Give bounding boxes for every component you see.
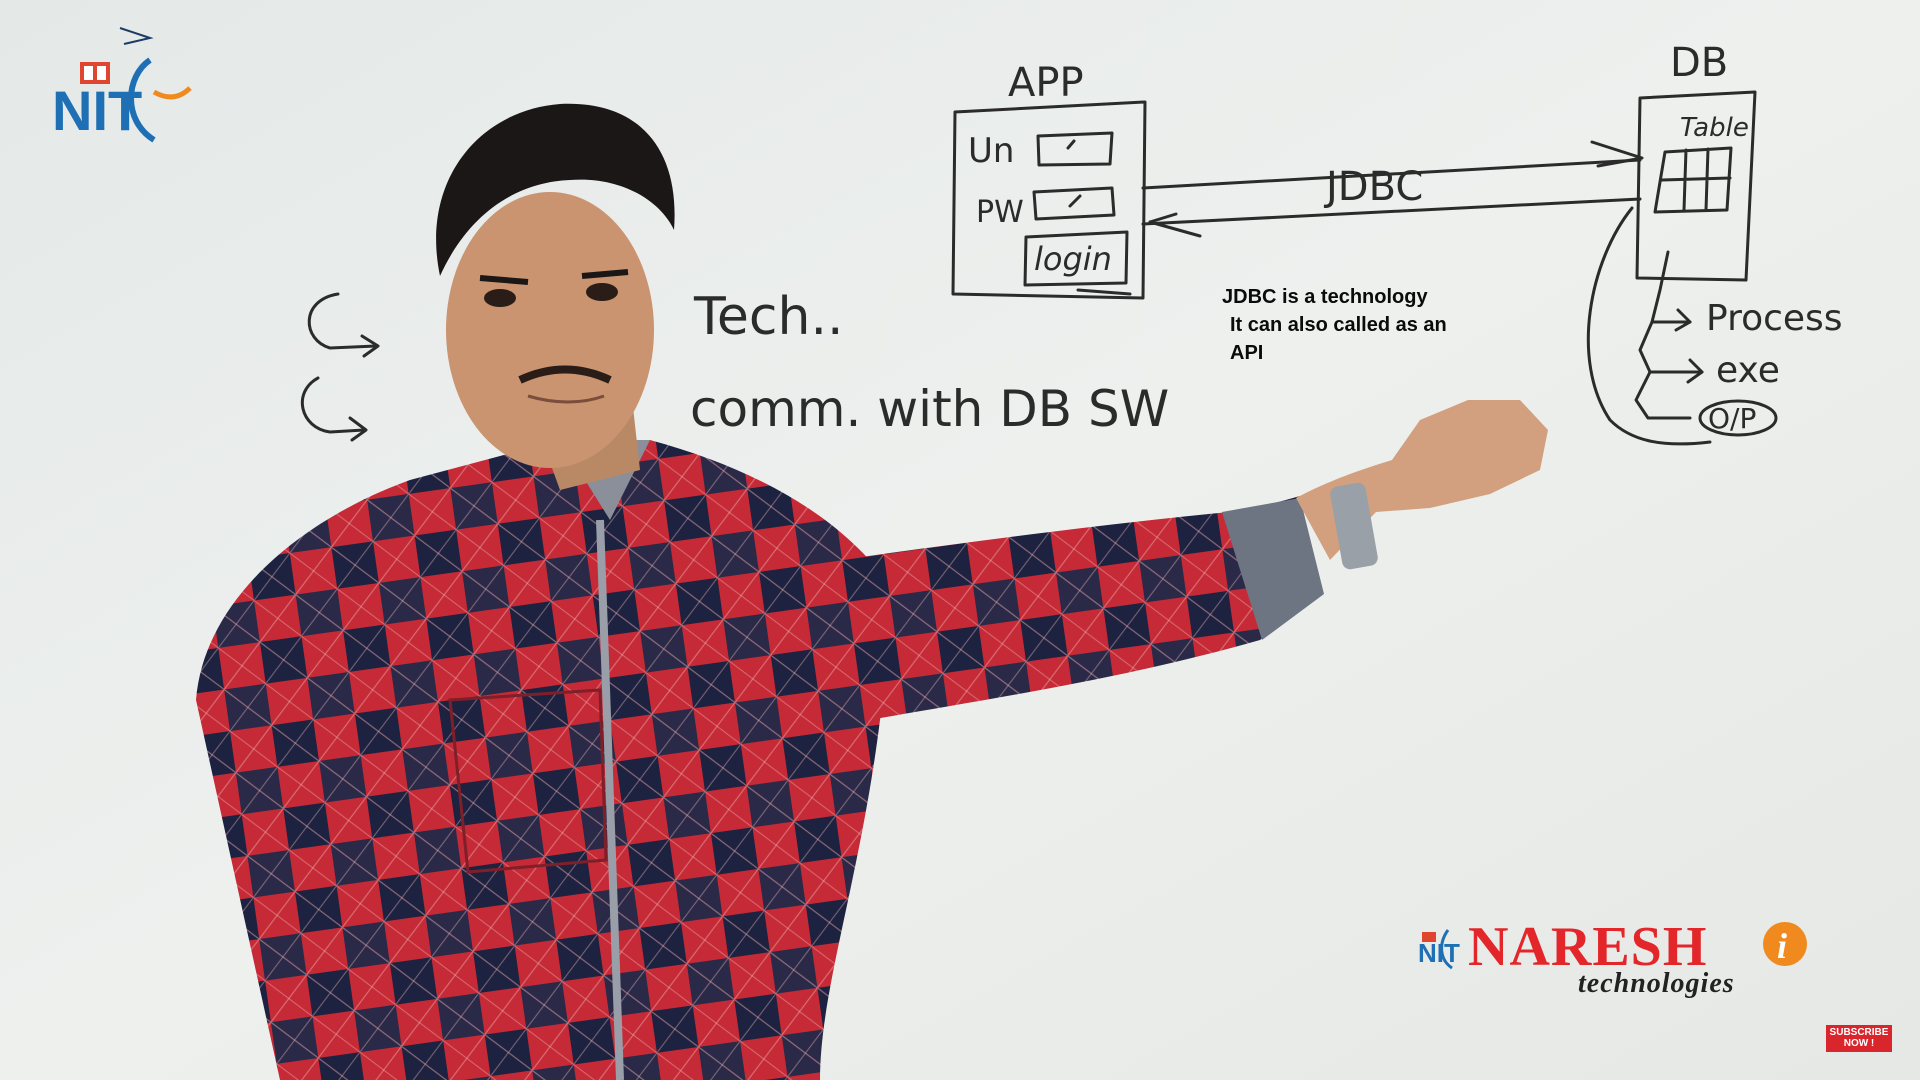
brand-tagline: technologies: [1578, 968, 1735, 999]
login-button-drawn: [1023, 230, 1129, 287]
db-table-grid: [1653, 146, 1733, 214]
jdbc-line-bottom: [1141, 197, 1642, 226]
login-label: login: [1034, 240, 1112, 278]
svg-text:NIT: NIT: [1418, 938, 1460, 968]
app-box: [951, 100, 1147, 300]
whiteboard-drawing: [300, 90, 1778, 446]
shirt-pocket: [448, 688, 608, 874]
subscribe-line-2: NOW !: [1843, 1038, 1875, 1049]
pw-field: [1032, 186, 1116, 221]
db-label: DB: [1670, 40, 1728, 86]
table-label: Table: [1680, 113, 1749, 143]
comm-text: comm. with DB SW: [690, 380, 1169, 438]
caption-line-3: API: [1230, 342, 1264, 364]
nit-logo-icon: NIT: [52, 27, 192, 143]
svg-text:NIT: NIT: [52, 79, 142, 142]
presenter-arm: [840, 496, 1320, 720]
presenter-face: [446, 192, 654, 468]
otp-label: O/P: [1708, 402, 1756, 435]
caption-overlay: JDBC is a technology It can also called …: [1222, 283, 1447, 367]
db-box: [1635, 90, 1757, 282]
presenter-hair: [436, 103, 675, 276]
exe-label: exe: [1716, 350, 1780, 391]
jdbc-line-top: [1141, 158, 1642, 190]
subscribe-button[interactable]: SUBSCRIBE NOW !: [1826, 1025, 1892, 1052]
naresh-logo-icon: NIT i: [1418, 922, 1807, 970]
subscribe-line-1: SUBSCRIBE: [1829, 1027, 1889, 1038]
tech-text: Tech..: [693, 287, 844, 347]
process-label: Process: [1706, 298, 1843, 339]
jdbc-label: JDBC: [1323, 164, 1423, 210]
un-label: Un: [968, 131, 1014, 171]
un-field: [1036, 131, 1114, 167]
caption-line-1: JDBC is a technology: [1222, 286, 1428, 308]
presenter-torso: [196, 440, 900, 1080]
pw-label: PW: [976, 195, 1024, 230]
app-label: APP: [1008, 60, 1084, 106]
brand-name: NARESH: [1468, 916, 1708, 978]
watch: [1330, 482, 1378, 570]
presenter: [196, 103, 1548, 1080]
svg-text:i: i: [1777, 926, 1787, 966]
caption-line-2: It can also called as an: [1230, 314, 1447, 336]
